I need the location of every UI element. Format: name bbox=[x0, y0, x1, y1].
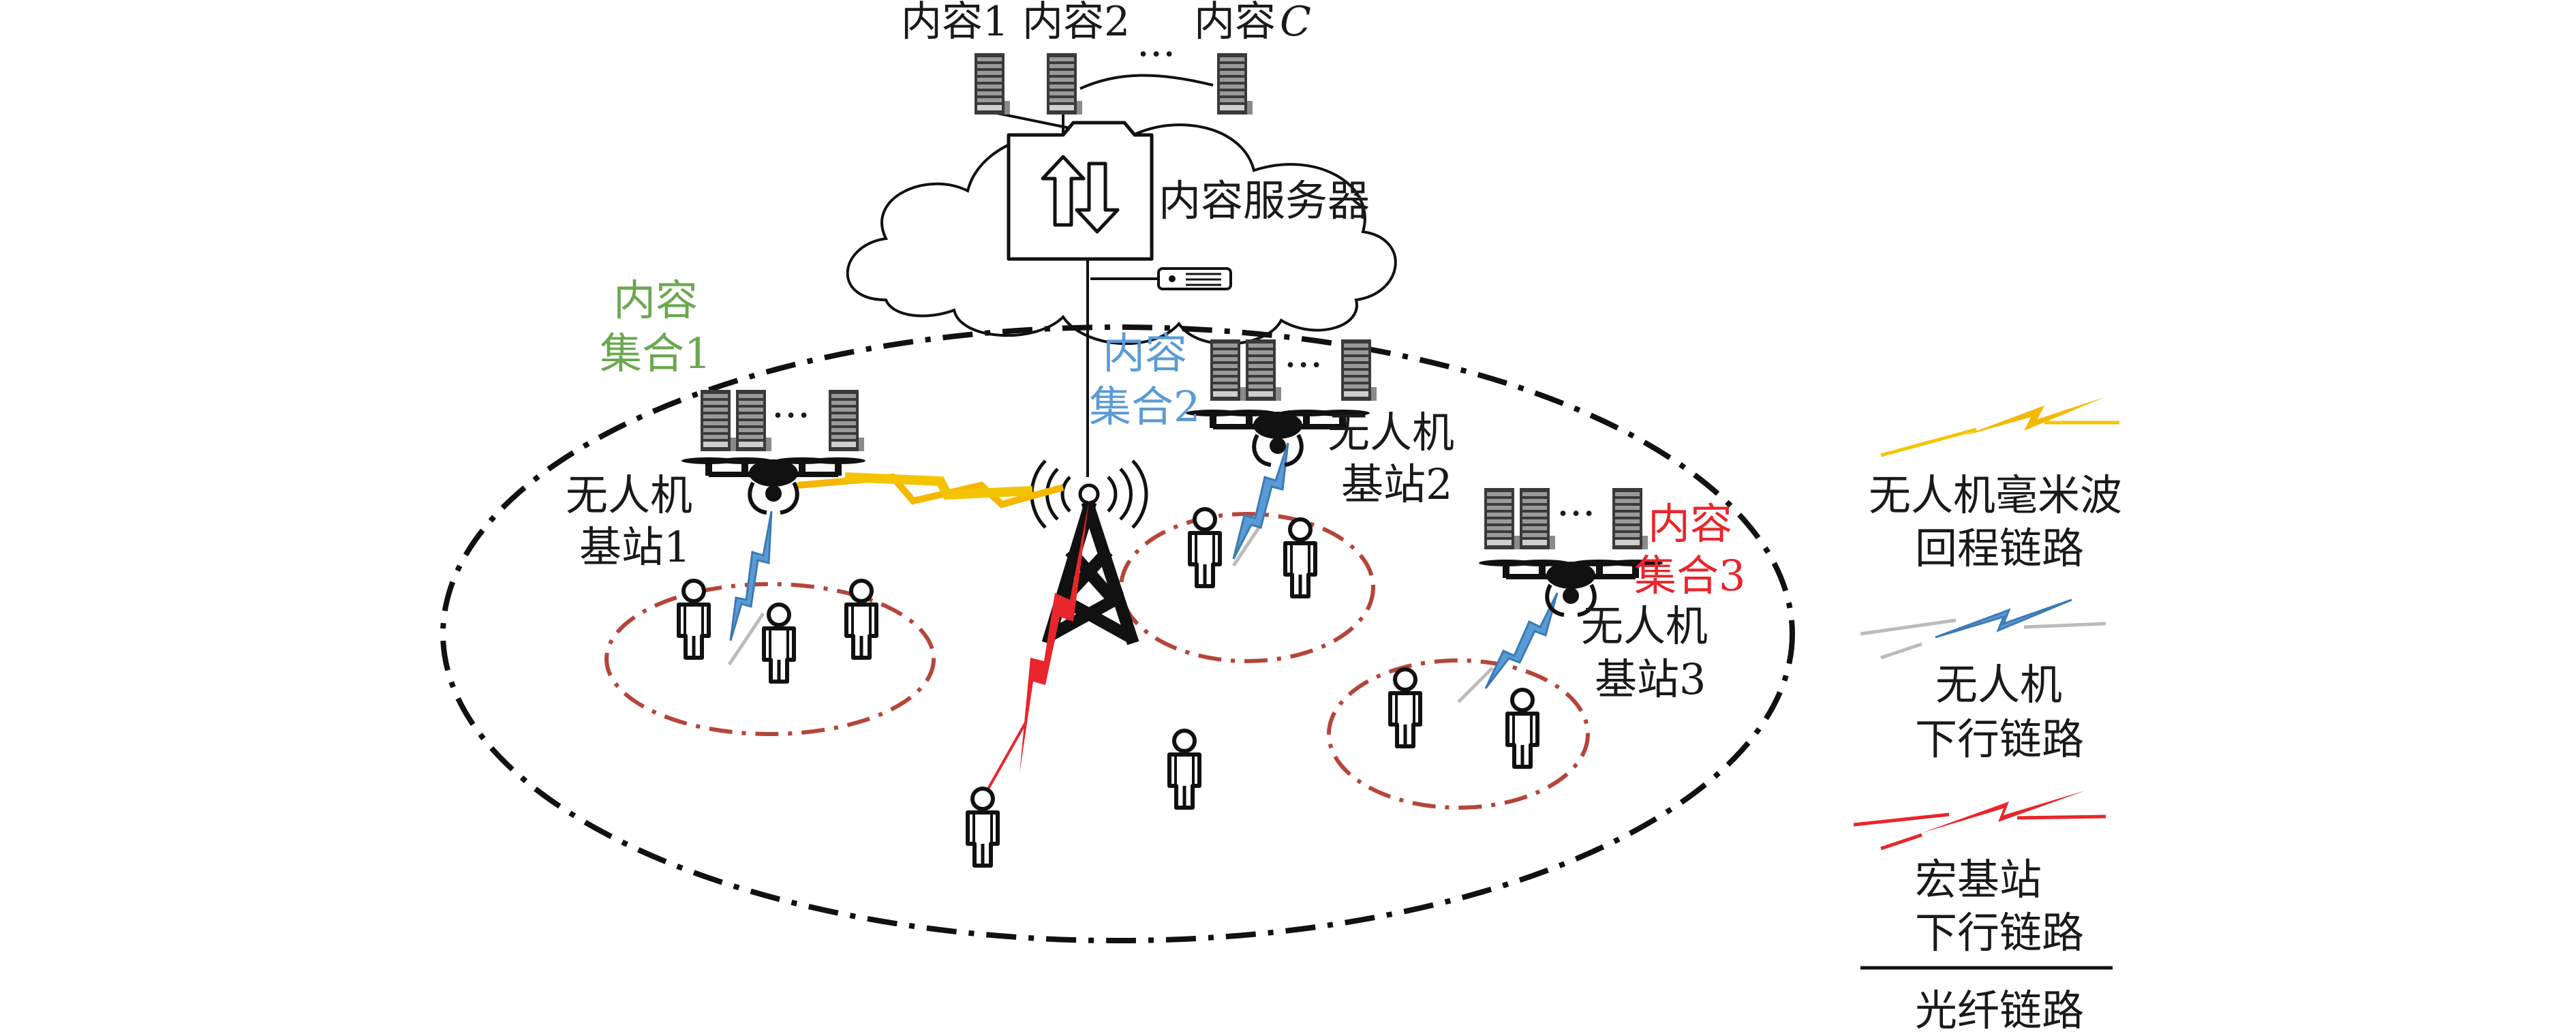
coverage-area bbox=[440, 324, 1795, 943]
uav3-downlink bbox=[1457, 592, 1559, 703]
set2-label-line2: 集合2 bbox=[1089, 382, 1200, 431]
legend-uav-downlink-symbol bbox=[1860, 598, 2106, 660]
legend-mmwave-symbol bbox=[1880, 397, 2119, 457]
legend-fiber-label: 光纤链路 bbox=[1915, 986, 2084, 1035]
uav1-downlink bbox=[727, 511, 773, 666]
cluster-1 bbox=[604, 582, 936, 736]
user bbox=[1190, 509, 1220, 586]
user bbox=[846, 581, 876, 658]
set1-label-line2: 集合1 bbox=[600, 329, 711, 378]
uav2-label-line1: 无人机 bbox=[1328, 408, 1454, 457]
uav2-cache-dots: ··· bbox=[1284, 341, 1323, 389]
set2-label-line1: 内容 bbox=[1103, 329, 1187, 378]
updown-arrows-icon bbox=[1041, 155, 1120, 234]
content-server-box bbox=[1007, 121, 1154, 261]
legend-uav-downlink-line1: 无人机 bbox=[1935, 660, 2062, 710]
content-2-label: 内容2 bbox=[1022, 0, 1130, 46]
top-dots: ··· bbox=[1137, 31, 1176, 78]
content-1-label: 内容1 bbox=[901, 0, 1009, 46]
legend-uav-downlink-line2: 下行链路 bbox=[1915, 714, 2084, 764]
uav1-label-line2: 基站1 bbox=[579, 522, 690, 572]
uav3-cache-dots: ··· bbox=[1557, 490, 1595, 538]
user bbox=[679, 581, 709, 658]
cluster-3 bbox=[1327, 658, 1590, 810]
uav2-label-line2: 基站2 bbox=[1341, 459, 1452, 509]
legend-macro-downlink-symbol bbox=[1853, 791, 2106, 851]
content-server-label: 内容服务器 bbox=[1159, 176, 1370, 226]
set1-label-line1: 内容 bbox=[613, 275, 698, 325]
legend-macro-downlink-line2: 下行链路 bbox=[1915, 908, 2084, 958]
user bbox=[1507, 690, 1537, 767]
user bbox=[1285, 519, 1315, 596]
uav3-label-line1: 无人机 bbox=[1581, 601, 1708, 651]
user bbox=[764, 605, 794, 682]
user bbox=[1169, 731, 1199, 808]
legend: 无人机毫米波 回程链路 无人机 下行链路 宏基站 下行链路 光纤链路 bbox=[1853, 397, 2122, 1035]
uav1-cache-dots: ··· bbox=[771, 392, 810, 440]
router-device-icon bbox=[1157, 267, 1232, 290]
uav2-downlink bbox=[1231, 442, 1289, 567]
content-1-server bbox=[975, 53, 1010, 115]
macro-downlink bbox=[980, 501, 1089, 802]
mmwave-backhaul-link bbox=[797, 472, 1064, 508]
content-2-server bbox=[1047, 53, 1082, 115]
legend-macro-downlink-line1: 宏基站 bbox=[1915, 855, 2042, 904]
uav3-label-line2: 基站3 bbox=[1595, 654, 1706, 704]
legend-mmwave-line2: 回程链路 bbox=[1915, 523, 2084, 573]
uav1-label-line1: 无人机 bbox=[566, 470, 692, 520]
legend-mmwave-line1: 无人机毫米波 bbox=[1869, 470, 2122, 520]
user bbox=[1390, 669, 1420, 746]
user bbox=[968, 789, 998, 866]
content-c-server bbox=[1217, 53, 1253, 115]
set3-label-line2: 集合3 bbox=[1634, 551, 1745, 600]
cluster-2 bbox=[1119, 512, 1375, 663]
set3-label-line1: 内容 bbox=[1648, 499, 1732, 549]
